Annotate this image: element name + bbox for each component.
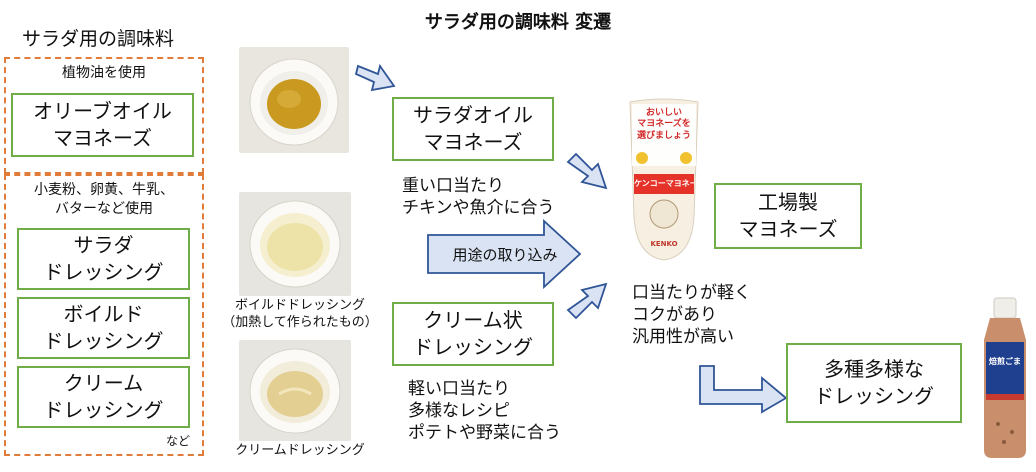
cream-dressing-photo [239,340,351,441]
mayo-logo: KENKO [636,240,692,248]
olive-oil-mayo-box: オリーブオイル マヨネーズ [11,93,194,157]
mustard-bowl-photo [239,47,349,153]
factory-mayo-desc: 口当たりが軽く コクがあり 汎用性が高い [632,282,751,348]
usage-intake-label: 用途の取り込み [430,244,580,265]
cream-dressing-caption: クリームドレッシング [222,443,378,460]
cream-dressing-box: クリーム ドレッシング [17,366,190,428]
diverse-dressing-box: 多種多様な ドレッシング [786,343,962,423]
salad-dressing-box: サラダ ドレッシング [17,228,190,290]
left-heading: サラダ用の調味料 [22,24,174,51]
mayo-label-top: おいしい マヨネーズを 選びましょう [626,108,702,142]
boiled-dressing-caption: ボイルドドレッシング （加熱して作られたもの） [222,298,378,332]
arrow-down-right-icon [566,152,610,192]
factory-mayo-box: 工場製 マヨネーズ [714,183,862,249]
dressing-bottle-label: 焙煎ごま [986,356,1024,367]
boiled-dressing-box: ボイルド ドレッシング [17,297,190,359]
salad-oil-desc: 重い口当たり チキンや魚介に合う [402,175,555,219]
arrow-right-icon [354,60,398,96]
dressing-bottle [978,296,1032,460]
vegetable-oil-label: 植物油を使用 [4,64,204,83]
arrow-bend-right-icon [696,364,790,414]
etc-note: など [166,432,190,449]
mayo-brand: ケンコーマヨネーズ [634,178,694,189]
salad-oil-mayo-box: サラダオイル マヨネーズ [392,97,554,161]
flour-egg-label: 小麦粉、卵黄、牛乳、 バターなど使用 [4,181,204,219]
cream-style-dressing-box: クリーム状 ドレッシング [392,302,554,366]
cream-style-desc: 軽い口当たり 多様なレシピ ポテトや野菜に合う [408,378,561,444]
boiled-dressing-photo [239,192,351,296]
